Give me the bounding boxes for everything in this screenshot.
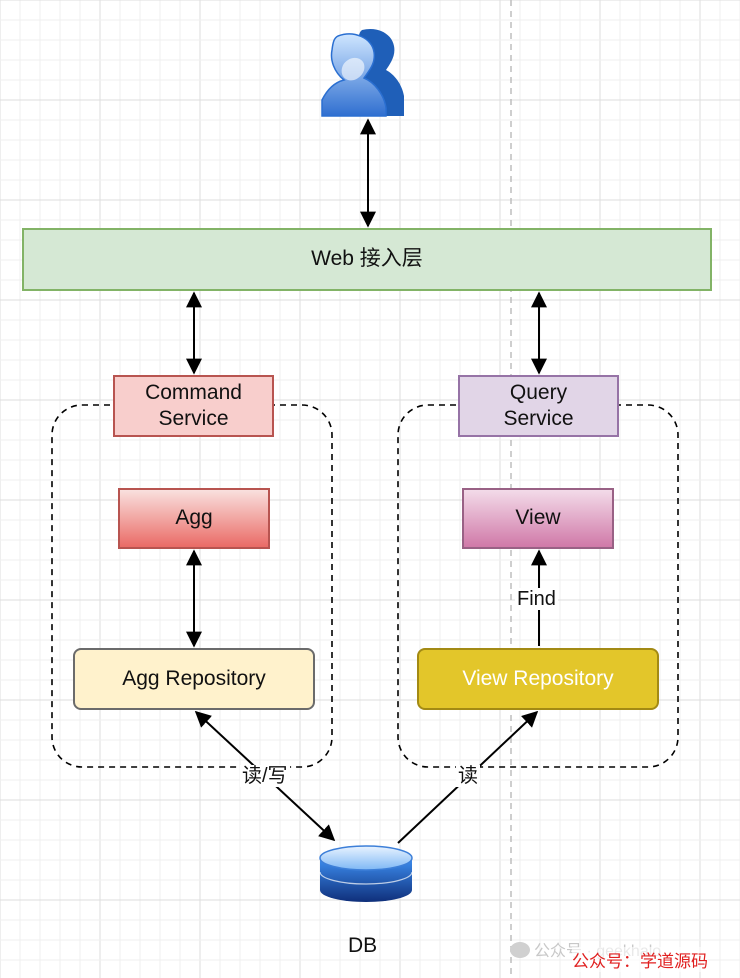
watermark-account-red: 公众号：学道源码 xyxy=(572,947,708,972)
command-group-container xyxy=(51,404,333,768)
users-icon xyxy=(321,28,404,117)
read-write-edge-label: 读/写 xyxy=(240,765,290,787)
view-box: View xyxy=(462,488,614,549)
web-layer-box: Web 接入层 xyxy=(22,228,712,291)
database-icon xyxy=(319,845,413,902)
command-service-box: Command Service xyxy=(113,375,274,437)
find-edge-label: Find xyxy=(515,588,558,610)
read-edge-label: 读 xyxy=(456,765,480,787)
query-service-box: Query Service xyxy=(458,375,619,437)
view-repository-box: View Repository xyxy=(417,648,659,710)
db-label: DB xyxy=(348,934,378,957)
agg-repository-box: Agg Repository xyxy=(73,648,315,710)
wechat-icon xyxy=(510,942,530,958)
agg-box: Agg xyxy=(118,488,270,549)
